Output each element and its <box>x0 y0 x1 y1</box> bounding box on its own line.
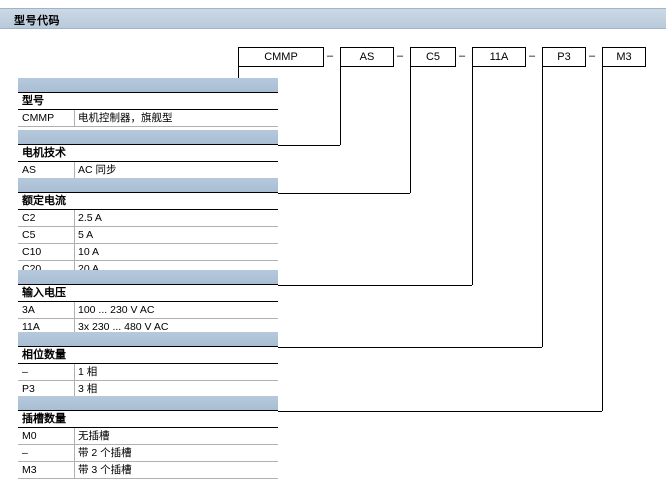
row-code: CMMP <box>22 112 55 124</box>
column-divider <box>74 302 75 318</box>
row-code: C10 <box>22 246 42 258</box>
row-code: C5 <box>22 229 36 241</box>
column-divider <box>74 364 75 380</box>
spec-table: 插槽数量 M0 无插槽 – 带 2 个插槽 M3 带 3 个插槽 <box>18 396 278 479</box>
code-box-phase-count[interactable]: P3 <box>542 47 586 67</box>
code-separator-5: – <box>588 50 596 62</box>
connector-phase-count-horizontal <box>18 347 542 348</box>
column-divider <box>74 462 75 478</box>
spec-table: 电机技术 AS AC 同步 <box>18 130 278 179</box>
column-divider <box>74 445 75 461</box>
code-separator-2: – <box>396 50 404 62</box>
connector-input-voltage-vertical <box>472 65 473 285</box>
spec-table: 输入电压 3A 100 ... 230 V AC 11A 3x 230 ... 480 … <box>18 270 278 336</box>
table-row: AS AC 同步 <box>18 162 278 179</box>
table-title: 相位数量 <box>18 347 278 364</box>
spec-table: 型号 CMMP 电机控制器，旗舰型 <box>18 78 278 127</box>
row-description: 带 3 个插槽 <box>78 464 132 476</box>
code-box-slot-count[interactable]: M3 <box>602 47 646 67</box>
row-code: M0 <box>22 430 37 442</box>
column-divider <box>74 210 75 226</box>
table-row: C2 2.5 A <box>18 210 278 227</box>
row-code: – <box>22 366 28 378</box>
connector-rated-current-vertical <box>410 65 411 193</box>
column-divider <box>74 227 75 243</box>
code-box-input-voltage[interactable]: 11A <box>472 47 526 67</box>
column-divider <box>74 110 75 126</box>
table-header-bar <box>18 396 278 411</box>
row-code: M3 <box>22 464 37 476</box>
connector-slot-count-horizontal <box>18 411 602 412</box>
row-description: 电机控制器，旗舰型 <box>78 112 173 124</box>
table-title: 型号 <box>18 93 278 110</box>
page-title-bar: 型号代码 <box>0 8 666 29</box>
row-description: 2.5 A <box>78 212 102 224</box>
row-description: 100 ... 230 V AC <box>78 304 155 316</box>
row-description: 1 相 <box>78 366 98 378</box>
table-title: 插槽数量 <box>18 411 278 428</box>
row-code: 11A <box>22 321 40 333</box>
page-title: 型号代码 <box>14 15 60 27</box>
table-row: – 带 2 个插槽 <box>18 445 278 462</box>
row-description: 10 A <box>78 246 100 258</box>
table-title: 输入电压 <box>18 285 278 302</box>
code-box-rated-current[interactable]: C5 <box>410 47 456 67</box>
connector-phase-count-vertical <box>542 65 543 347</box>
code-box-model[interactable]: CMMP <box>238 47 324 67</box>
row-code: – <box>22 447 28 459</box>
table-header-bar <box>18 332 278 347</box>
table-header-bar <box>18 78 278 93</box>
table-row: C5 5 A <box>18 227 278 244</box>
table-title: 额定电流 <box>18 193 278 210</box>
code-separator-4: – <box>528 50 536 62</box>
column-divider <box>74 428 75 444</box>
row-description: AC 同步 <box>78 164 117 176</box>
row-code: AS <box>22 164 37 176</box>
row-code: C2 <box>22 212 36 224</box>
table-title: 电机技术 <box>18 145 278 162</box>
column-divider <box>74 162 75 178</box>
row-description: 3x 230 ... 480 V AC <box>78 321 169 333</box>
table-header-bar <box>18 130 278 145</box>
connector-motor-tech-vertical <box>340 65 341 145</box>
row-description: 带 2 个插槽 <box>78 447 132 459</box>
table-row: CMMP 电机控制器，旗舰型 <box>18 110 278 127</box>
row-code: 3A <box>22 304 35 316</box>
row-code: P3 <box>22 383 35 395</box>
table-row: C10 10 A <box>18 244 278 261</box>
table-row: – 1 相 <box>18 364 278 381</box>
connector-slot-count-vertical <box>602 65 603 411</box>
row-description: 5 A <box>78 229 94 241</box>
column-divider <box>74 244 75 260</box>
row-description: 无插槽 <box>78 430 110 442</box>
table-header-bar <box>18 178 278 193</box>
spec-table: 相位数量 – 1 相 P3 3 相 <box>18 332 278 398</box>
table-row: M3 带 3 个插槽 <box>18 462 278 479</box>
code-box-motor-tech[interactable]: AS <box>340 47 394 67</box>
column-divider <box>74 319 75 335</box>
column-divider <box>74 381 75 397</box>
code-separator-3: – <box>458 50 466 62</box>
table-row: 3A 100 ... 230 V AC <box>18 302 278 319</box>
row-description: 3 相 <box>78 383 98 395</box>
table-row: M0 无插槽 <box>18 428 278 445</box>
code-separator-1: – <box>326 50 334 62</box>
column-divider <box>74 261 75 277</box>
table-header-bar <box>18 270 278 285</box>
